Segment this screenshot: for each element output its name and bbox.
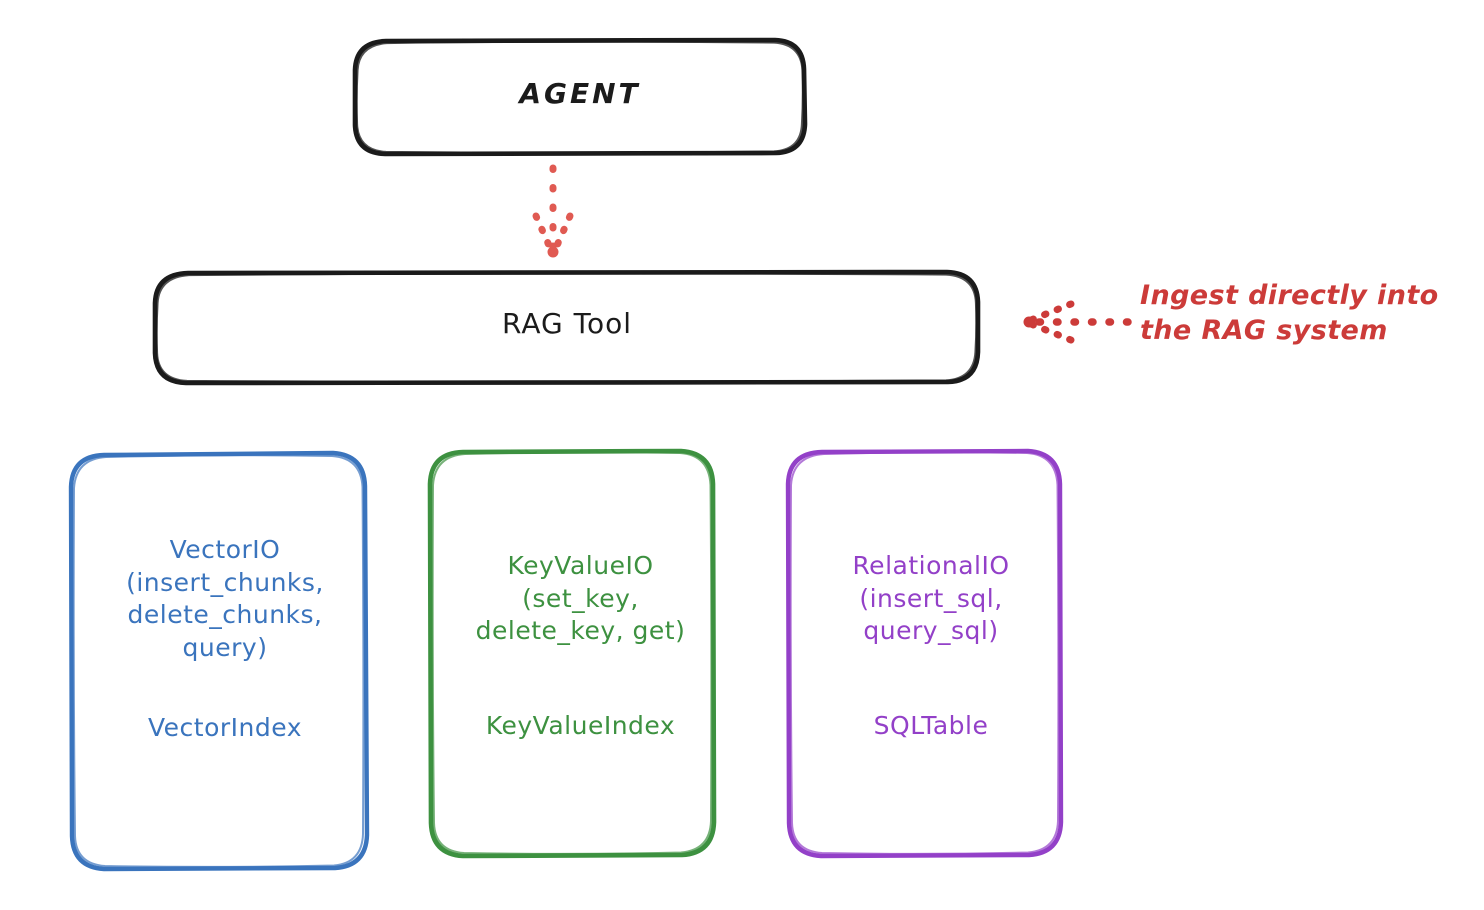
vector-index-label: VectorIndex	[148, 713, 302, 742]
ingest-arrow-icon	[1023, 300, 1132, 344]
relational-io-title: RelationalIO (insert_sql, query_sql)	[852, 551, 1010, 645]
ingest-annotation-text: Ingest directly into the RAG system	[1140, 280, 1439, 347]
agent-to-rag-connector	[532, 164, 574, 258]
vector-io-title: VectorIO (insert_chunks, delete_chunks, …	[126, 535, 324, 662]
sql-table-label: SQLTable	[873, 711, 989, 740]
key-value-index-label: KeyValueIndex	[485, 711, 676, 740]
key-value-io-box[interactable]	[427, 448, 717, 859]
rag-tool-label: RAG Tool	[502, 307, 632, 340]
key-value-io-title: KeyValueIO (set_key, delete_key, get)	[475, 551, 686, 645]
relational-io-box[interactable]	[785, 448, 1064, 859]
agent-label: AGENT	[519, 77, 641, 110]
